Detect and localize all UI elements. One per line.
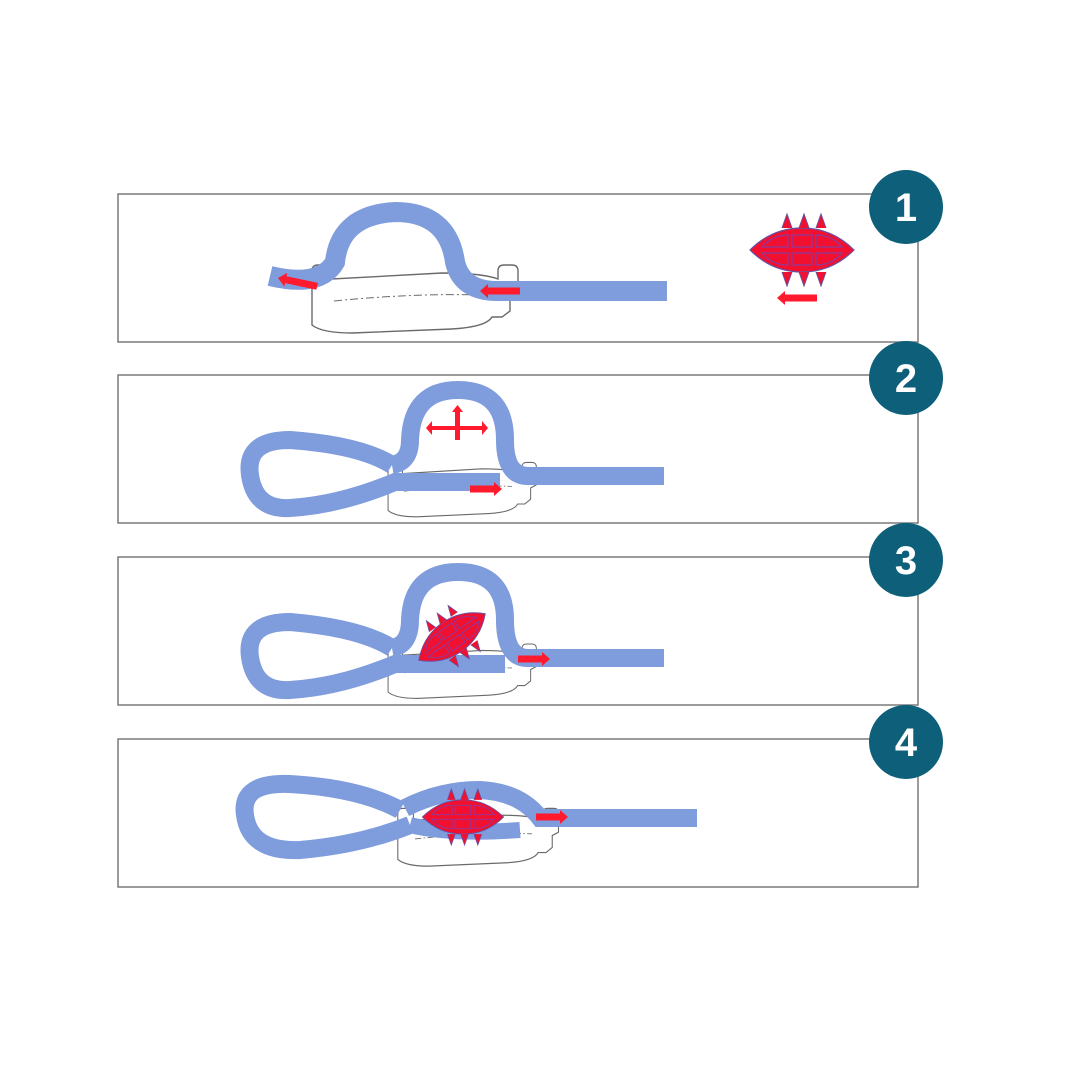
step-badge-1: 1 <box>869 170 943 244</box>
svg-text:2: 2 <box>895 357 917 401</box>
svg-text:4: 4 <box>895 721 918 765</box>
suture-strand <box>389 562 664 667</box>
step-4-panel: 4 <box>117 705 943 888</box>
suture-strand <box>389 380 664 485</box>
expand-cross-icon <box>426 405 488 440</box>
step-1-panel: 1 <box>117 170 943 343</box>
step-2-panel: 2 <box>117 341 943 524</box>
step-badge-3: 3 <box>869 523 943 597</box>
suture-loop <box>240 612 505 700</box>
step-3-panel: 3 <box>117 523 943 706</box>
suture-loop <box>235 774 414 860</box>
step-badge-4: 4 <box>869 705 943 779</box>
suture-strand <box>400 780 697 827</box>
svg-text:3: 3 <box>895 539 917 583</box>
suture-loop <box>240 430 500 518</box>
step-badge-2: 2 <box>869 341 943 415</box>
svg-text:1: 1 <box>895 186 917 230</box>
suture-strand <box>267 201 667 301</box>
